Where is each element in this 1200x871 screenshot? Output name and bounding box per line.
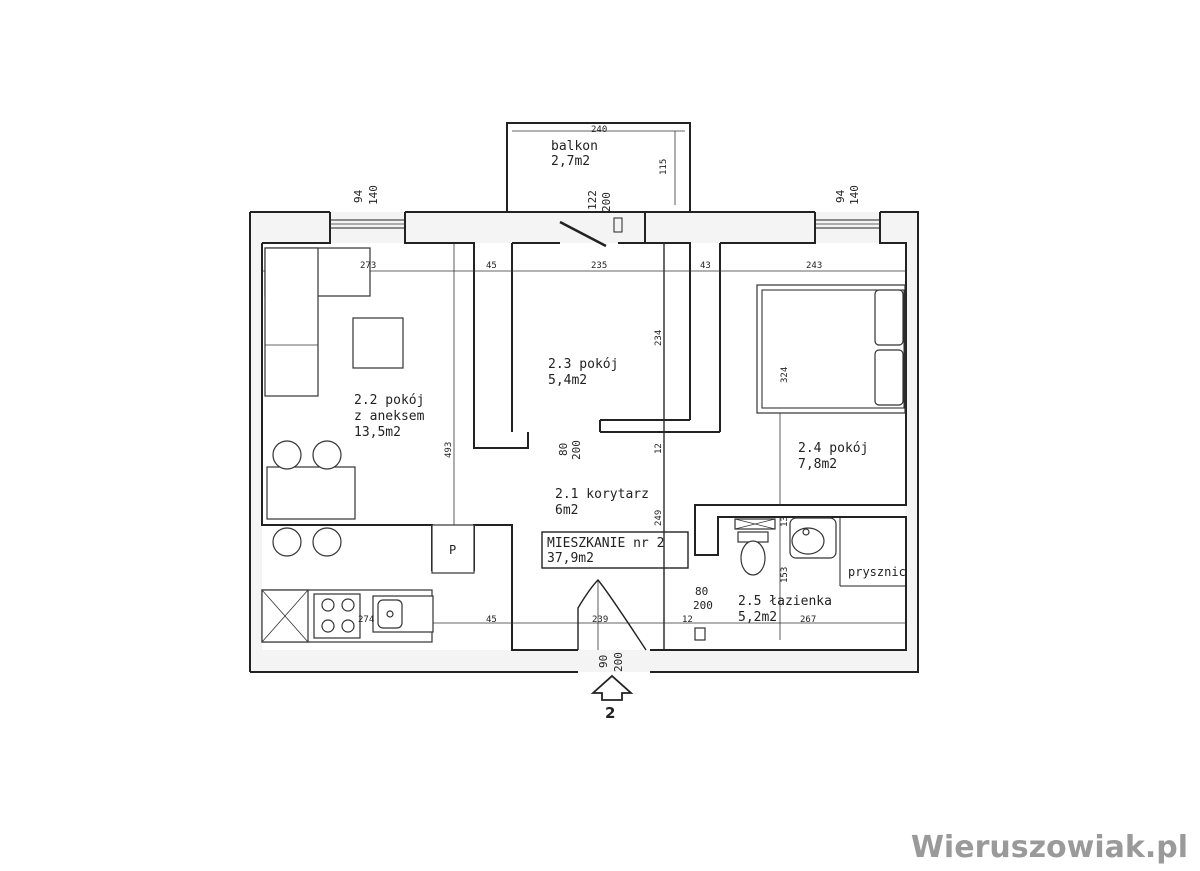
- apartment-title: MIESZKANIE nr 2: [547, 536, 664, 551]
- dim-window-left-a: 94: [352, 189, 365, 203]
- sofa: [264, 247, 371, 397]
- room24-area: 7,8m2: [798, 457, 837, 472]
- entrance-number: 2: [605, 704, 615, 722]
- entrance-arrow-icon: [590, 674, 634, 701]
- dim-room24-width: 243: [806, 261, 822, 271]
- balcony-door: [559, 217, 623, 248]
- fridge-label: P: [449, 543, 456, 557]
- dim-wall-43: 43: [700, 261, 711, 271]
- room23-name: 2.3 pokój: [548, 357, 618, 372]
- dim-balkon-door-a: 122: [586, 190, 599, 210]
- room24-name: 2.4 pokój: [798, 441, 868, 456]
- dim-door23-a: 80: [557, 443, 570, 456]
- apartment-area: 37,9m2: [547, 551, 594, 566]
- living-area: 13,5m2: [354, 425, 401, 440]
- dim-room23-depth: 234: [654, 330, 664, 346]
- dim-wall-12-b: 12: [682, 615, 693, 625]
- toilet-icon: [737, 531, 769, 576]
- bed: [756, 284, 906, 414]
- balkon-name: balkon: [551, 139, 598, 154]
- sink-icon: [372, 595, 434, 633]
- living-name: 2.2 pokój: [354, 393, 424, 408]
- dim-door23-b: 200: [570, 440, 583, 460]
- dim-window-left-b: 140: [367, 185, 380, 205]
- entry-door: [577, 578, 647, 651]
- watermark: Wieruszowiak.pl: [910, 830, 1188, 865]
- washbasin-icon: [789, 517, 837, 559]
- hall-name: 2.1 korytarz: [555, 487, 649, 502]
- bath-name: 2.5 łazienka: [738, 594, 832, 609]
- washing-machine: [734, 518, 776, 530]
- shower-label: prysznic: [848, 565, 906, 579]
- dim-kitchen-width: 274: [358, 615, 374, 625]
- dim-window-right-b: 140: [848, 185, 861, 205]
- dim-door-bath-a: 80: [695, 585, 708, 598]
- dim-room24-depth: 324: [780, 367, 790, 383]
- bath-door-jamb: [694, 627, 706, 641]
- dim-wall-12-a: 12: [654, 443, 664, 454]
- dining-table: [266, 440, 356, 557]
- window-left: [329, 219, 406, 229]
- dim-window-right-a: 94: [834, 189, 847, 203]
- fridge: [431, 524, 475, 574]
- dim-wall-45-bottom: 45: [486, 615, 497, 625]
- balkon-area: 2,7m2: [551, 154, 590, 169]
- dim-balkon-door-b: 200: [600, 192, 613, 212]
- dim-door-bath-b: 200: [693, 599, 713, 612]
- dim-bath-depth: 153: [780, 567, 790, 583]
- balcony: [506, 122, 691, 213]
- living-name-2: z aneksem: [354, 409, 425, 424]
- hall-area: 6m2: [555, 503, 578, 518]
- dim-living-width: 273: [360, 261, 376, 271]
- window-right: [814, 219, 881, 229]
- dim-entry-door-b: 200: [612, 652, 625, 672]
- dim-bath-wall-13: 13: [780, 516, 790, 527]
- dim-hall-width: 239: [592, 615, 608, 625]
- dim-entry-door-a: 90: [597, 655, 610, 668]
- dim-hall-depth: 249: [654, 510, 664, 526]
- dim-living-depth: 493: [444, 442, 454, 458]
- stove-icon: [313, 593, 361, 639]
- dim-balkon-depth: 115: [659, 159, 669, 175]
- apartment-label-box: [541, 531, 689, 569]
- dim-room23-width: 235: [591, 261, 607, 271]
- shower: [839, 517, 906, 587]
- bath-area: 5,2m2: [738, 610, 777, 625]
- dim-balkon-width: 240: [591, 125, 607, 135]
- dim-wall-45-top: 45: [486, 261, 497, 271]
- dim-bath-width: 267: [800, 615, 816, 625]
- coffee-table: [352, 317, 404, 369]
- room23-area: 5,4m2: [548, 373, 587, 388]
- outer-walls: [249, 211, 919, 673]
